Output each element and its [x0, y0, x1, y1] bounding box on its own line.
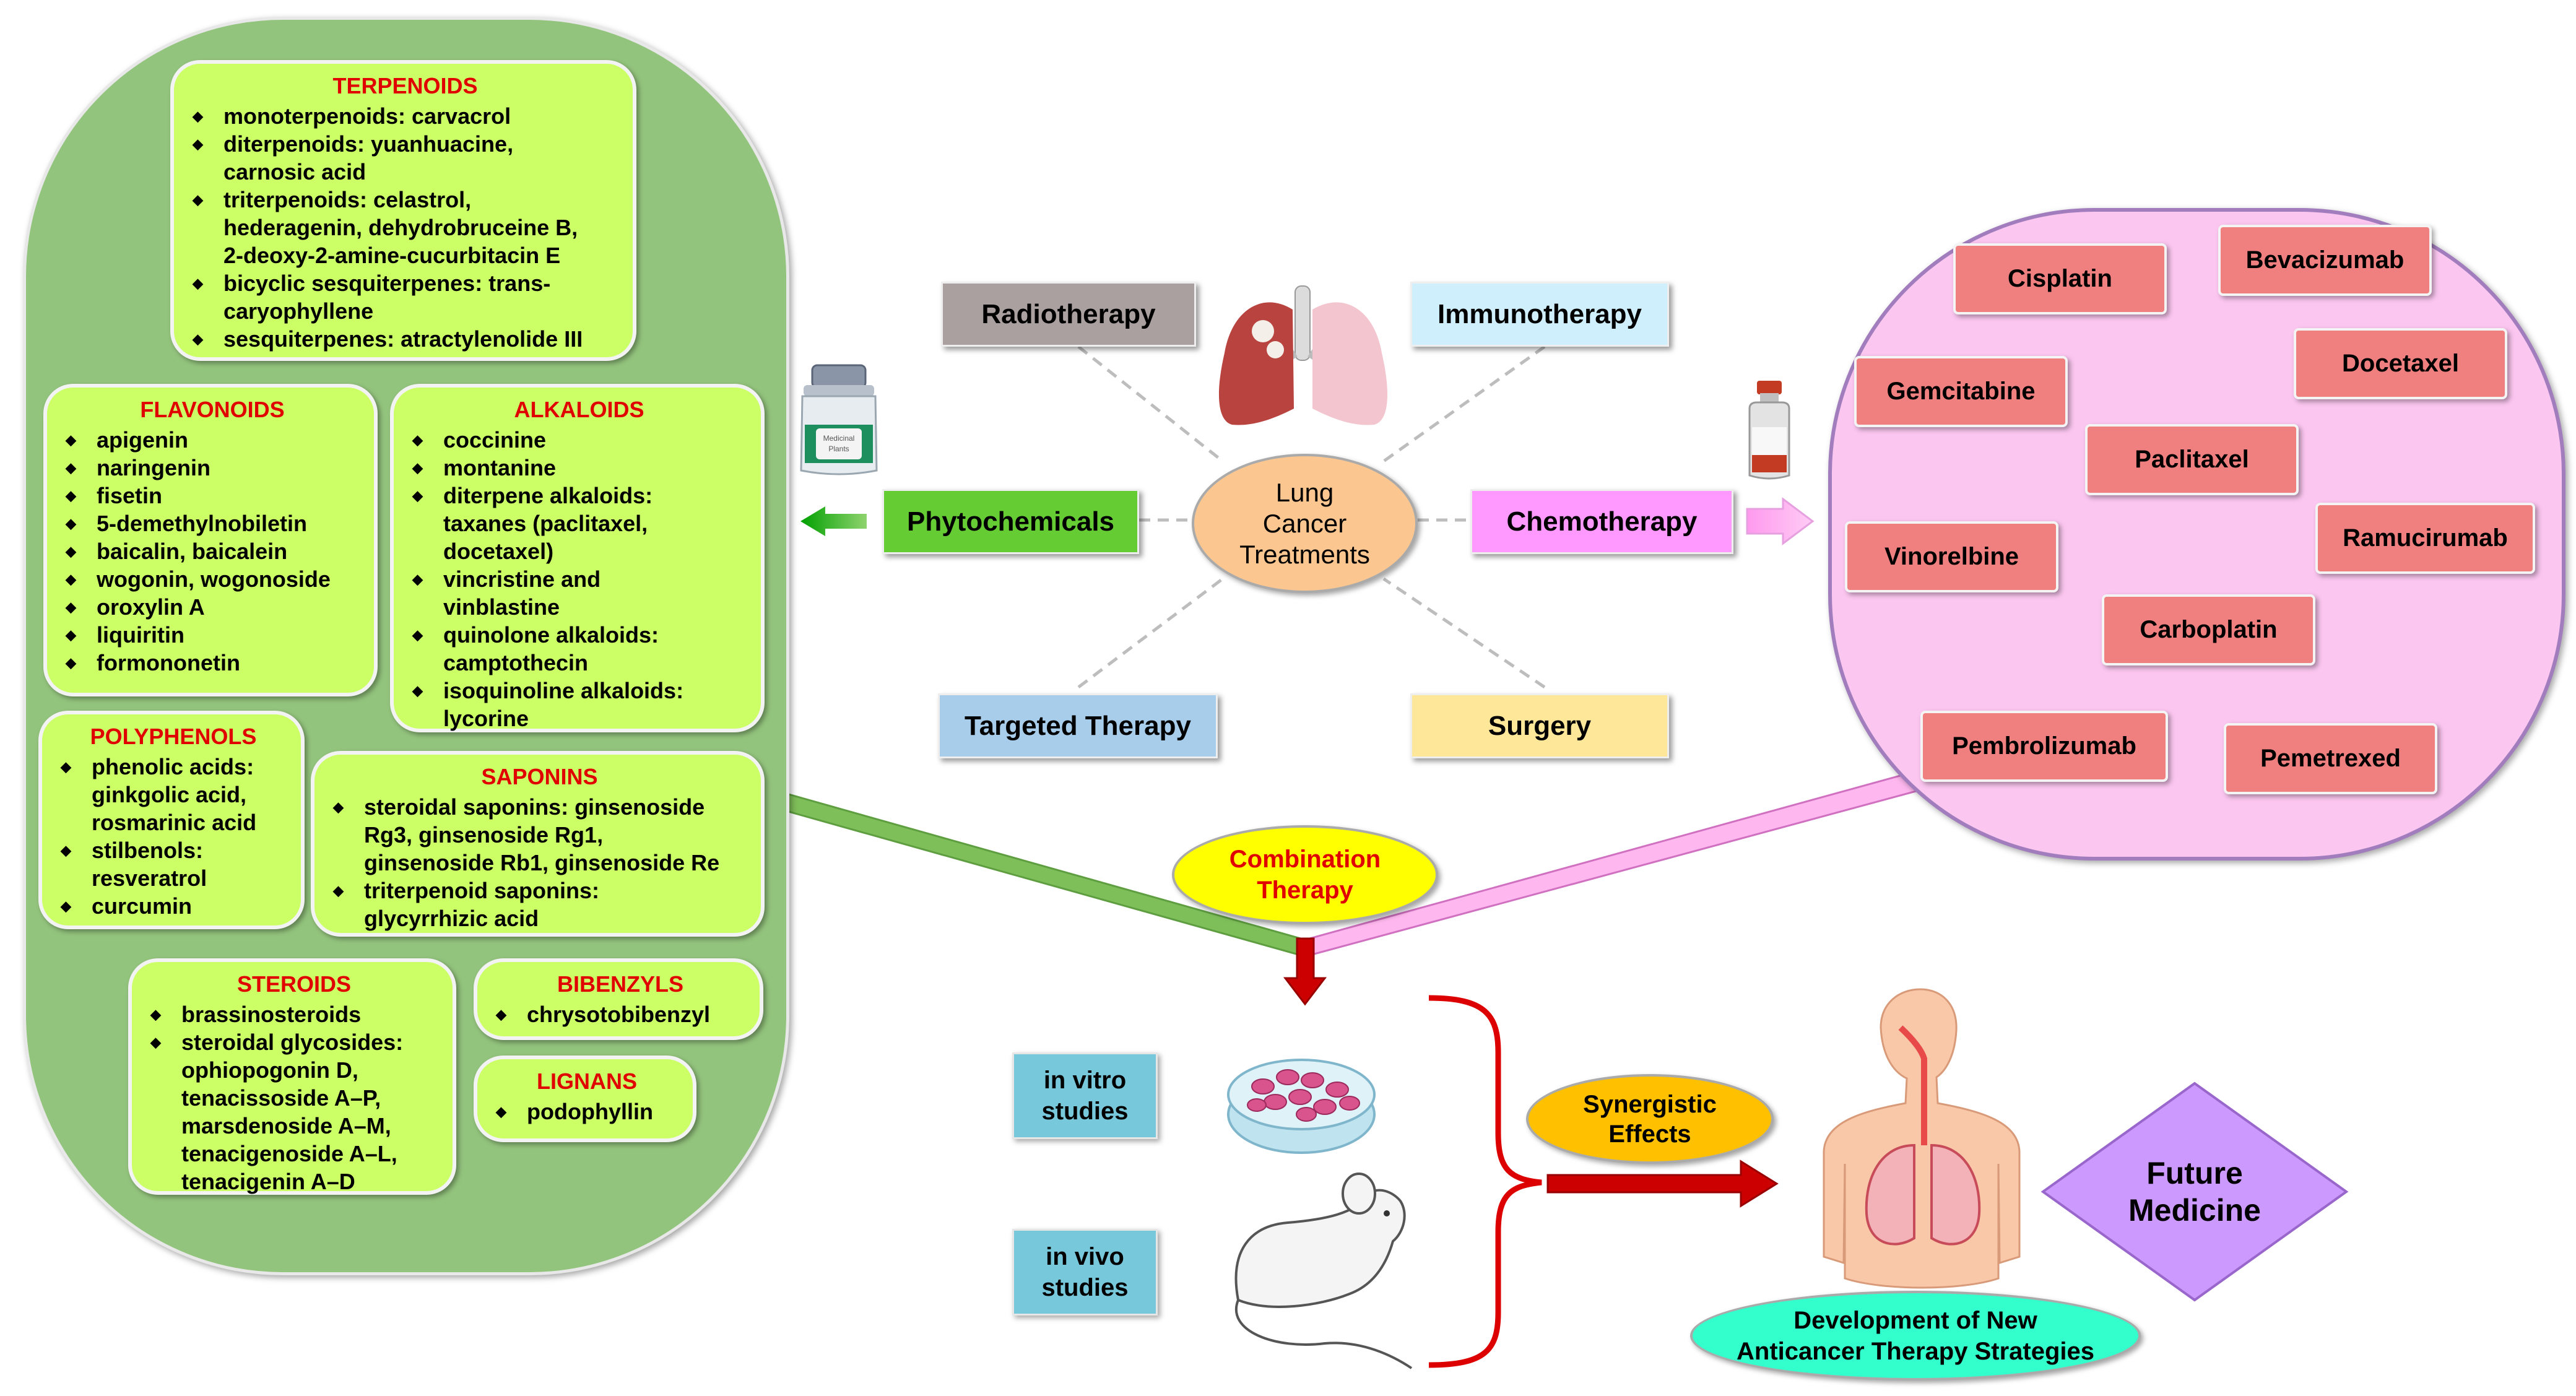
list-item: 5-demethylnobiletin	[63, 509, 362, 537]
list-item: montanine	[410, 454, 748, 482]
polyphenols-box: POLYPHENOLS phenolic acids: ginkgolic ac…	[38, 711, 305, 929]
list-item: phenolic acids: ginkgolic acid, rosmarin…	[58, 753, 288, 836]
drug-gemcitabine: Gemcitabine	[1854, 356, 2068, 427]
list-item: triterpenoids: celastrol, hederagenin, d…	[190, 186, 620, 269]
phytochemicals-label: Phytochemicals	[882, 489, 1139, 554]
drug-vinorelbine: Vinorelbine	[1845, 521, 2058, 592]
combination-therapy-label: Combination Therapy	[1172, 825, 1438, 924]
drug-paclitaxel: Paclitaxel	[2085, 424, 2299, 495]
list-item: naringenin	[63, 454, 362, 482]
down-red-arrow	[1283, 937, 1327, 1006]
drug-carboplatin: Carboplatin	[2102, 594, 2315, 665]
right-pink-arrow	[1746, 497, 1815, 545]
in-vitro-studies-label: in vitro studies	[1012, 1052, 1158, 1139]
group-title: BIBENZYLS	[557, 971, 683, 997]
list-item: brassinosteroids	[148, 1000, 440, 1028]
drug-pembrolizumab: Pembrolizumab	[1920, 711, 2168, 782]
drug-cisplatin: Cisplatin	[1953, 243, 2167, 314]
list-item: oroxylin A	[63, 593, 362, 621]
list-item: stilbenols: resveratrol	[58, 836, 288, 892]
list-item: formononetin	[63, 649, 362, 677]
steroids-box: STEROIDS brassinosteroidssteroidal glyco…	[128, 958, 456, 1195]
list-item: baicalin, baicalein	[63, 537, 362, 565]
in-vivo-studies-label: in vivo studies	[1012, 1229, 1158, 1316]
list-item: bicyclic sesquiterpenes: trans- caryophy…	[190, 269, 620, 325]
list-item: fisetin	[63, 482, 362, 509]
radiotherapy-label: Radiotherapy	[941, 282, 1196, 347]
immunotherapy-label: Immunotherapy	[1410, 282, 1669, 347]
drug-pemetrexed: Pemetrexed	[2224, 723, 2437, 794]
saponins-box: SAPONINS steroidal saponins: ginsenoside…	[311, 751, 765, 937]
drug-bevacizumab: Bevacizumab	[2218, 225, 2432, 296]
spoke-lines	[1077, 345, 1546, 689]
surgery-label: Surgery	[1410, 693, 1669, 758]
list-item: liquiritin	[63, 621, 362, 649]
group-title: LIGNANS	[537, 1069, 637, 1094]
targeted-therapy-label: Targeted Therapy	[938, 693, 1218, 758]
group-title: TERPENOIDS	[332, 73, 478, 98]
list-item: steroidal glycosides: ophiopogonin D, te…	[148, 1028, 440, 1195]
flavonoids-box: FLAVONOIDS apigeninnaringeninfisetin5-de…	[43, 384, 378, 696]
group-title: STEROIDS	[236, 971, 352, 997]
list-item: steroidal saponins: ginsenoside Rg3, gin…	[331, 793, 748, 877]
alkaloids-box: ALKALOIDS coccininemontaninediterpene al…	[390, 384, 765, 732]
terpenoids-box: TERPENOIDS monoterpenoids: carvacroldite…	[170, 60, 636, 361]
list-item: triterpenoid saponins: glycyrrhizic acid	[331, 877, 748, 932]
bibenzyls-box: BIBENZYLS chrysotobibenzyl	[474, 958, 763, 1040]
list-item: curcumin	[58, 892, 288, 920]
group-title: FLAVONOIDS	[140, 397, 285, 422]
list-item: podophyllin	[493, 1098, 680, 1125]
development-strategies-label: Development of New Anticancer Therapy St…	[1690, 1291, 2141, 1381]
drug-ramucirumab: Ramucirumab	[2315, 503, 2535, 574]
list-item: quinolone alkaloids: camptothecin	[410, 621, 748, 677]
list-item: wogonin, wogonoside	[63, 565, 362, 593]
list-item: isoquinoline alkaloids: lycorine	[410, 677, 748, 732]
list-item: vincristine and vinblastine	[410, 565, 748, 621]
list-item: sesquiterpenes: atractylenolide III	[190, 325, 620, 353]
left-green-arrow	[800, 506, 867, 536]
lung-cancer-treatments-hub: Lung Cancer Treatments	[1192, 454, 1418, 593]
list-item: monoterpenoids: carvacrol	[190, 102, 620, 130]
red-brace	[1428, 995, 1542, 1368]
lignans-box: LIGNANS podophyllin	[474, 1056, 696, 1142]
chemotherapy-label: Chemotherapy	[1470, 489, 1733, 554]
right-red-arrow	[1546, 1160, 1779, 1208]
list-item: diterpene alkaloids: taxanes (paclitaxel…	[410, 482, 748, 565]
group-title: ALKALOIDS	[514, 397, 644, 422]
list-item: chrysotobibenzyl	[493, 1000, 747, 1028]
future-medicine-label: Future Medicine	[2128, 1156, 2261, 1228]
group-title: POLYPHENOLS	[90, 724, 257, 749]
synergistic-effects-label: Synergistic Effects	[1526, 1074, 1774, 1164]
list-item: coccinine	[410, 426, 748, 454]
list-item: apigenin	[63, 426, 362, 454]
drug-docetaxel: Docetaxel	[2294, 328, 2507, 399]
list-item: diterpenoids: yuanhuacine, carnosic acid	[190, 130, 620, 186]
group-title: SAPONINS	[481, 764, 598, 789]
